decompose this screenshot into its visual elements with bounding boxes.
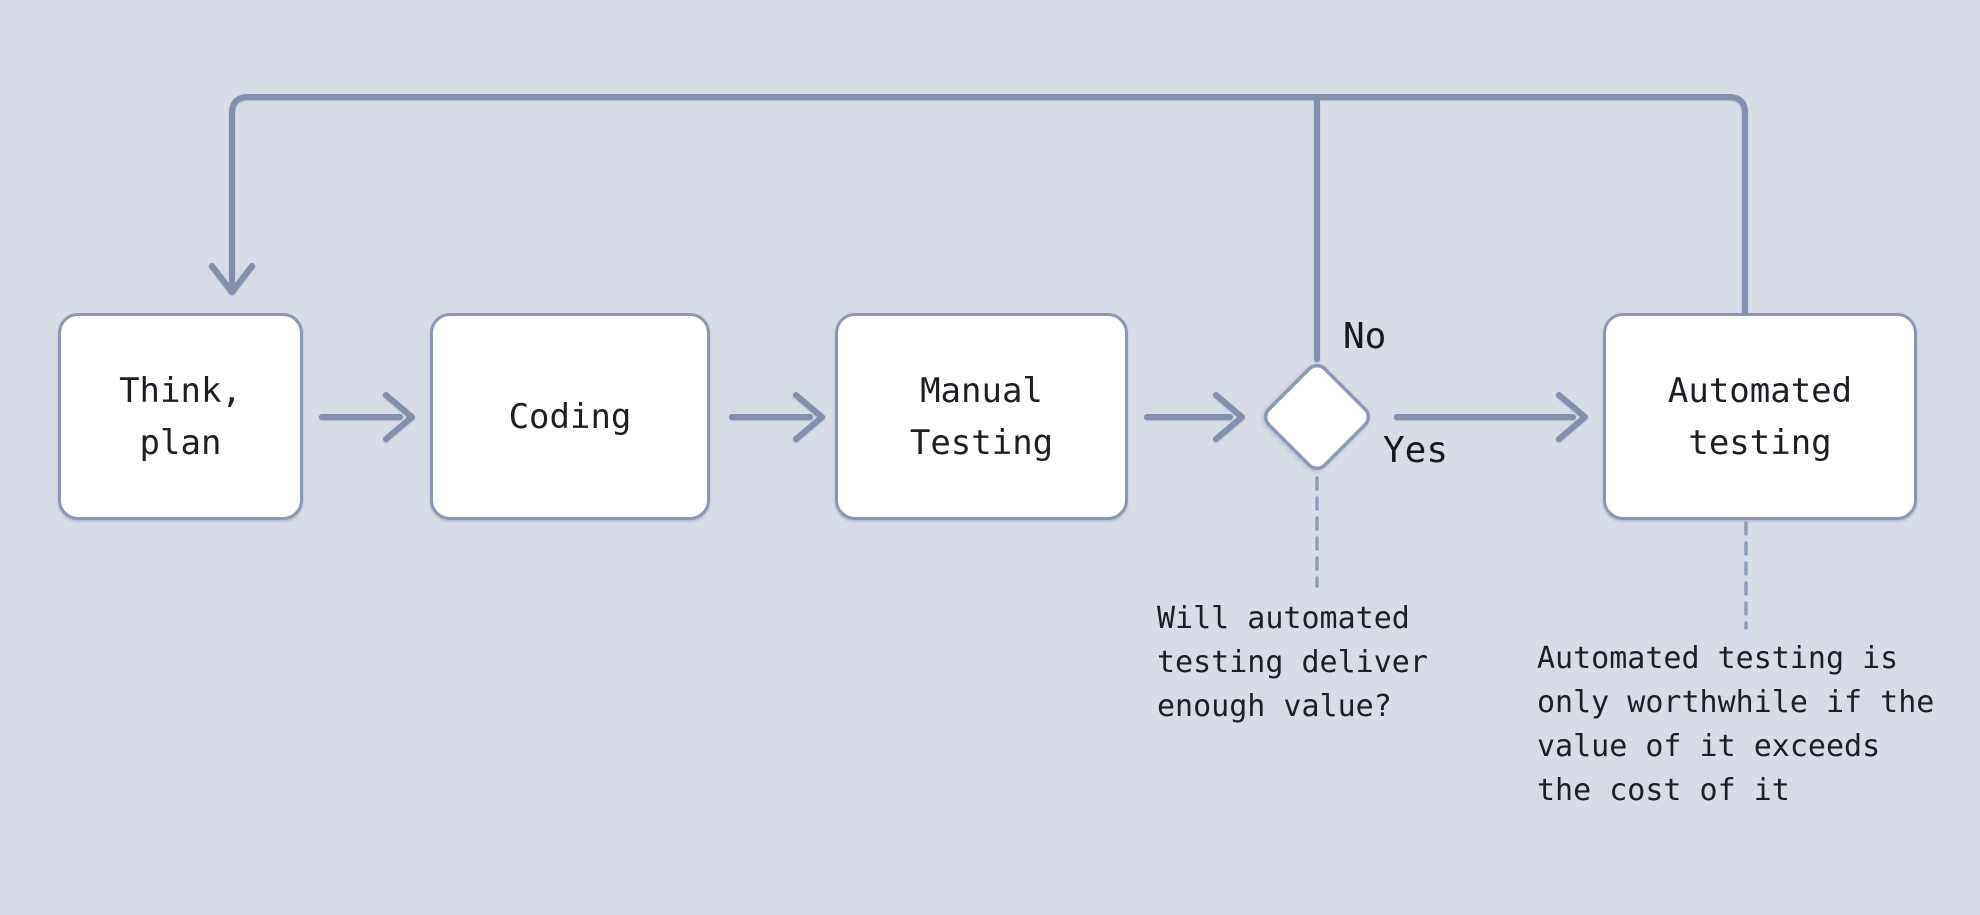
edge-think-to-coding bbox=[319, 392, 415, 442]
node-automated-testing: Automated testing bbox=[1603, 313, 1917, 520]
node-manual-testing: Manual Testing bbox=[835, 313, 1128, 520]
annotation-automated-testing-note: Automated testing is only worthwhile if … bbox=[1537, 641, 1935, 808]
node-think-plan: Think, plan bbox=[58, 313, 303, 520]
decision-diamond bbox=[1263, 363, 1371, 471]
edge-coding-to-manual bbox=[729, 392, 825, 442]
edge-yes-branch bbox=[1394, 392, 1588, 442]
edge-label-yes: Yes bbox=[1383, 430, 1449, 471]
node-coding: Coding bbox=[430, 313, 710, 520]
edge-label-no: No bbox=[1343, 316, 1387, 357]
arrowhead-into-think-plan bbox=[209, 263, 255, 295]
edge-manual-to-decision bbox=[1144, 392, 1245, 442]
edge-loop-top bbox=[229, 94, 1748, 316]
annotation-decision-question: Will automated testing deliver enough va… bbox=[1157, 601, 1428, 724]
